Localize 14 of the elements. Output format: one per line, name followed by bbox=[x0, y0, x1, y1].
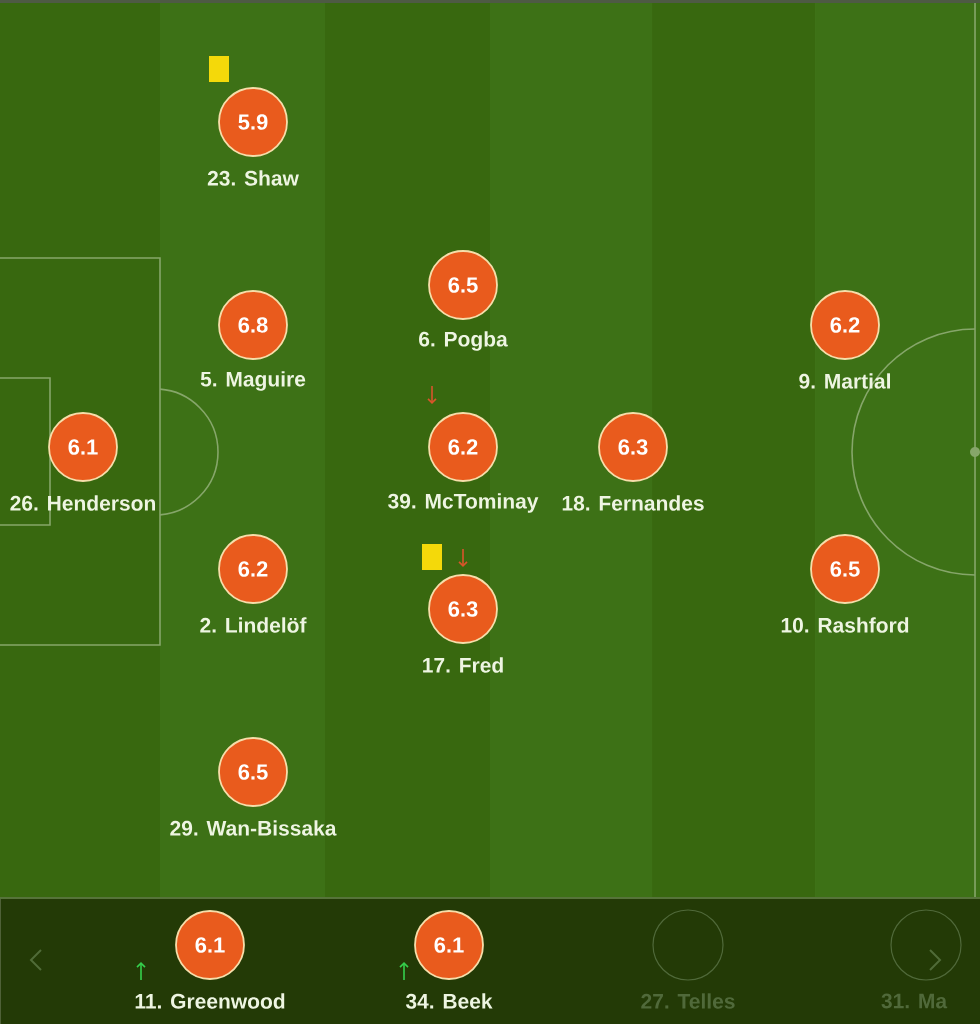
bench-bar bbox=[0, 897, 980, 1024]
player-name: 18. Fernandes bbox=[562, 495, 704, 511]
player-name: 39. McTominay bbox=[388, 493, 539, 513]
player-name: 5. Maguire bbox=[200, 371, 306, 391]
player-name: 11. Greenwood bbox=[135, 993, 285, 1009]
player-name: 34. Beek bbox=[405, 993, 493, 1009]
player-name: 6. Pogba bbox=[419, 331, 508, 351]
player-name: 23. Shaw bbox=[207, 170, 299, 186]
player-name: 29. Wan-Bissaka bbox=[170, 820, 337, 836]
player-name: 26. Henderson bbox=[10, 495, 155, 511]
player-name: 17. Fred bbox=[423, 657, 503, 673]
player-name: 2. Lindelöf bbox=[200, 617, 307, 633]
player-name: 9. Martial bbox=[799, 373, 890, 389]
player-name: 10. Rashford bbox=[781, 617, 909, 633]
